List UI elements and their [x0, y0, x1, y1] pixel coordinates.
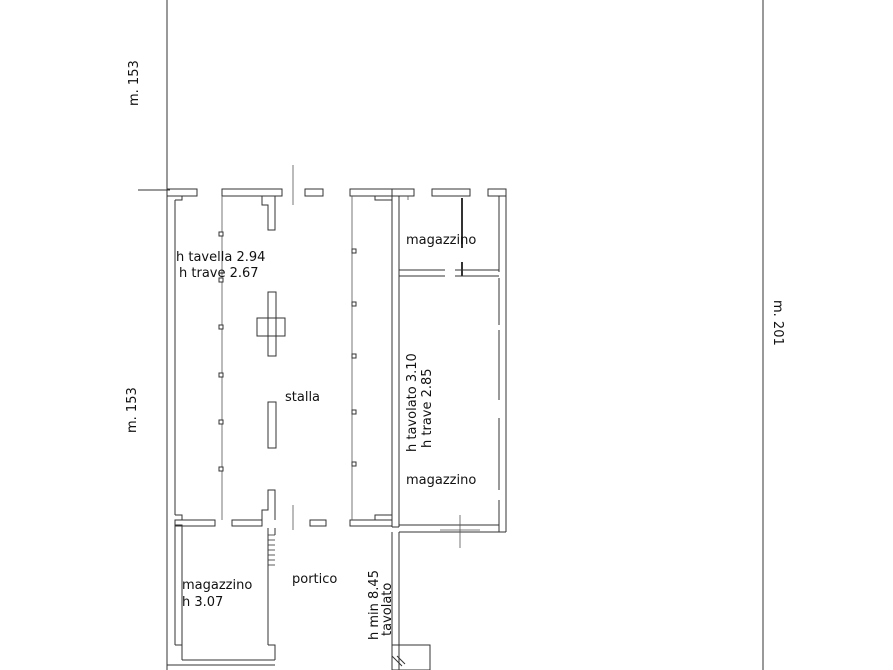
room-label-magazzino-bottom: magazzino: [182, 578, 253, 593]
post-left-1: [218, 231, 224, 237]
dimension-top-left: m. 153: [127, 60, 142, 106]
central-post: [256, 317, 286, 337]
post-left-5: [218, 419, 224, 425]
feeder-top: [267, 291, 277, 357]
top-wall: [166, 188, 507, 197]
post-left-2: [218, 277, 224, 283]
post-left-4: [218, 372, 224, 378]
label-h-trave-magazzino: h trave 2.85: [420, 368, 435, 448]
partition-magazzino-top: [399, 198, 499, 277]
feeder-bottom: [267, 401, 277, 449]
label-h-trave-stalla: h trave 2.67: [179, 266, 259, 281]
label-tavolato: tavolato: [380, 582, 395, 636]
label-h-tavella: h tavella 2.94: [176, 250, 266, 265]
post-right-4: [351, 409, 357, 415]
label-h-tavolato: h tavolato 3.10: [405, 353, 420, 452]
stalla-pilasters: [261, 196, 392, 520]
room-label-portico: portico: [292, 572, 338, 587]
left-wall: [166, 196, 183, 665]
post-left-3: [218, 324, 224, 330]
dimension-left: m. 153: [125, 387, 140, 433]
post-right-2: [351, 301, 357, 307]
room-label-magazzino-right: magazzino: [406, 473, 477, 488]
post-right-5: [351, 461, 357, 467]
right-wall: [399, 189, 507, 533]
post-right-1: [351, 248, 357, 254]
label-h-magazzino: h 3.07: [182, 595, 224, 610]
post-right-3: [351, 353, 357, 359]
post-left-6: [218, 466, 224, 472]
room-label-magazzino-top: magazzino: [406, 233, 477, 248]
door-hatch: [268, 534, 275, 566]
room-label-stalla: stalla: [285, 390, 321, 405]
dimension-right: m. 201: [770, 300, 785, 346]
portico-right-wall: [391, 532, 431, 670]
stalla-bottom-wall: [174, 519, 393, 527]
magazzino-bottom-walls: [167, 528, 276, 666]
interior-wall-vertical: [391, 196, 400, 528]
